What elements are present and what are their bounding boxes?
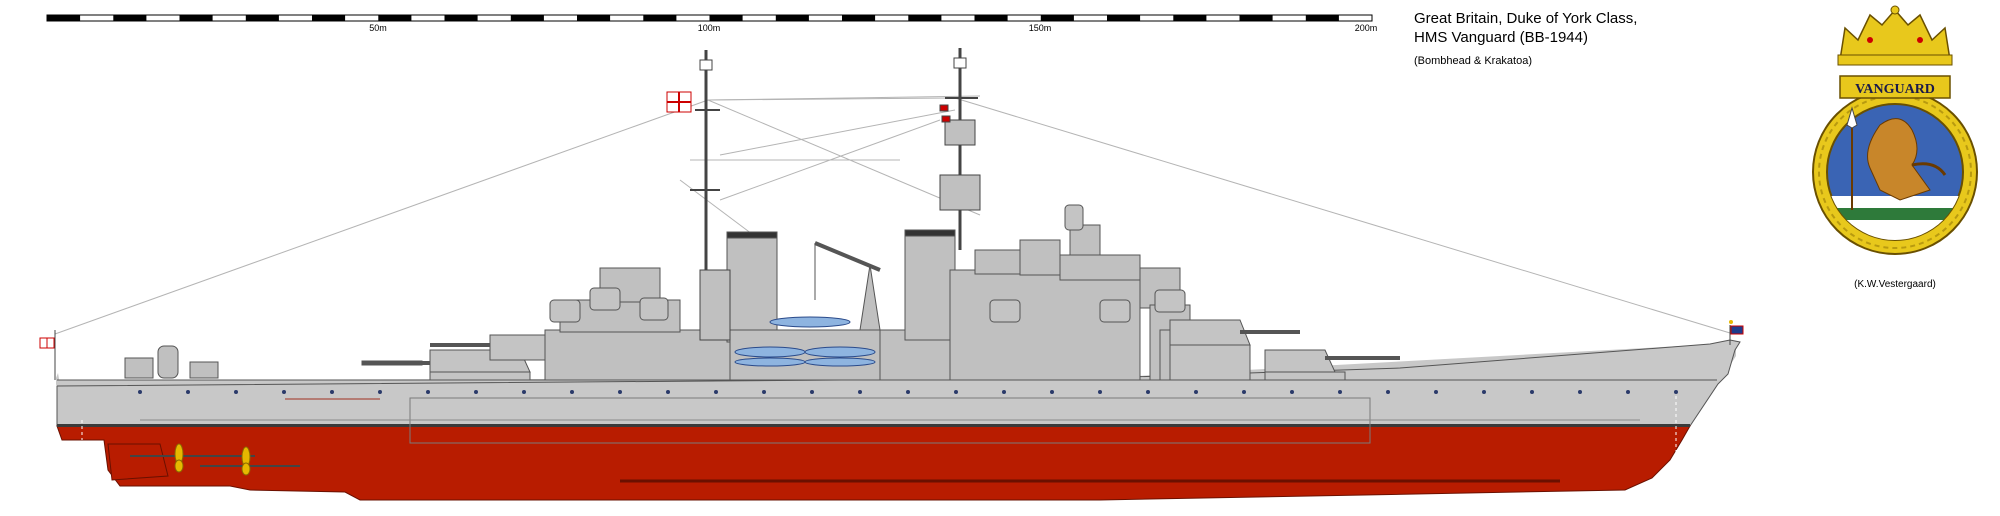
scale-bar-segment	[842, 15, 876, 21]
porthole	[1290, 390, 1294, 394]
badge-credit: (K.W.Vestergaard)	[1854, 279, 1936, 290]
porthole	[1338, 390, 1342, 394]
porthole	[426, 390, 430, 394]
scale-bar-segment	[47, 15, 81, 21]
turret-b	[1169, 319, 1300, 381]
porthole	[138, 390, 142, 394]
scale-label-50m: 50m	[369, 23, 387, 33]
turret-x	[430, 334, 546, 361]
scale-label-100m: 100m	[698, 23, 721, 33]
scale-bar-segment	[378, 15, 412, 21]
porthole	[1050, 390, 1054, 394]
porthole	[474, 390, 478, 394]
secondary-mounts	[549, 204, 1186, 323]
porthole	[714, 390, 718, 394]
badge-name-scroll	[1839, 75, 1951, 99]
porthole	[810, 390, 814, 394]
scale-bar-segment	[775, 15, 809, 21]
spear-icon	[1846, 106, 1858, 210]
porthole	[618, 390, 622, 394]
scale-bar-segment	[179, 15, 213, 21]
porthole	[1146, 390, 1150, 394]
scale-bar-segments	[47, 15, 1339, 21]
scale-bar-segment	[577, 15, 611, 21]
porthole	[1530, 390, 1534, 394]
lion-icon	[1867, 118, 1947, 201]
caption-title-line2: HMS Vanguard (BB-1944)	[1414, 29, 1588, 46]
porthole	[1674, 390, 1678, 394]
porthole	[762, 390, 766, 394]
boats	[734, 316, 876, 367]
scale-bar-segment	[444, 15, 478, 21]
crown-icon	[1837, 5, 1953, 66]
portholes	[138, 390, 1678, 394]
scale-bar-segment	[908, 15, 942, 21]
porthole	[330, 390, 334, 394]
porthole	[186, 390, 190, 394]
scale-bar-segment	[1239, 15, 1273, 21]
porthole	[570, 390, 574, 394]
porthole	[1002, 390, 1006, 394]
propeller-inner	[174, 443, 184, 473]
scale-label-200m: 200m	[1355, 23, 1378, 33]
turret-a	[1264, 349, 1400, 381]
porthole	[906, 390, 910, 394]
scale-label-150m: 150m	[1029, 23, 1052, 33]
scale-bar-segment	[113, 15, 147, 21]
rudder	[107, 443, 169, 481]
scale-bar-segment	[974, 15, 1008, 21]
porthole	[1098, 390, 1102, 394]
scale-bar-segment	[510, 15, 544, 21]
porthole	[378, 390, 382, 394]
caption-credits: (Bombhead & Krakatoa)	[1414, 55, 1533, 67]
porthole	[522, 390, 526, 394]
scale-bar-segment	[1040, 15, 1074, 21]
stern-ensign	[39, 330, 56, 380]
propellers	[130, 443, 300, 476]
porthole	[1626, 390, 1630, 394]
crane	[814, 241, 881, 331]
ship-badge: VANGUARD	[1812, 5, 1978, 255]
porthole	[1194, 390, 1198, 394]
fwd-funnel	[904, 229, 956, 341]
porthole	[666, 390, 670, 394]
foremast	[939, 48, 981, 250]
porthole	[234, 390, 238, 394]
hull-lower-red	[56, 425, 1691, 501]
scale-bar-segment	[1305, 15, 1339, 21]
porthole	[1242, 390, 1246, 394]
scale-bar-segment	[643, 15, 677, 21]
porthole	[1482, 390, 1486, 394]
scale-bar-segment	[245, 15, 279, 21]
badge-name: VANGUARD	[1855, 82, 1935, 97]
main-turrets	[361, 319, 1400, 381]
rigging-lines	[54, 95, 1731, 335]
propeller-outer	[241, 446, 251, 476]
porthole	[1434, 390, 1438, 394]
porthole	[1578, 390, 1582, 394]
bow-jack	[1729, 320, 1744, 345]
porthole	[282, 390, 286, 394]
boot-topping	[57, 424, 1690, 427]
scale-bar-segment	[1173, 15, 1207, 21]
scale-bar-segment	[1107, 15, 1141, 21]
porthole	[858, 390, 862, 394]
porthole	[954, 390, 958, 394]
scale-bar-segment	[312, 15, 346, 21]
porthole	[1386, 390, 1390, 394]
aft-funnel	[726, 231, 778, 343]
scale-bar-segment	[709, 15, 743, 21]
mainmast	[666, 50, 731, 341]
caption-title-line1: Great Britain, Duke of York Class,	[1414, 10, 1638, 27]
scale-bar: 50m 100m 150m 200m	[46, 14, 1378, 33]
